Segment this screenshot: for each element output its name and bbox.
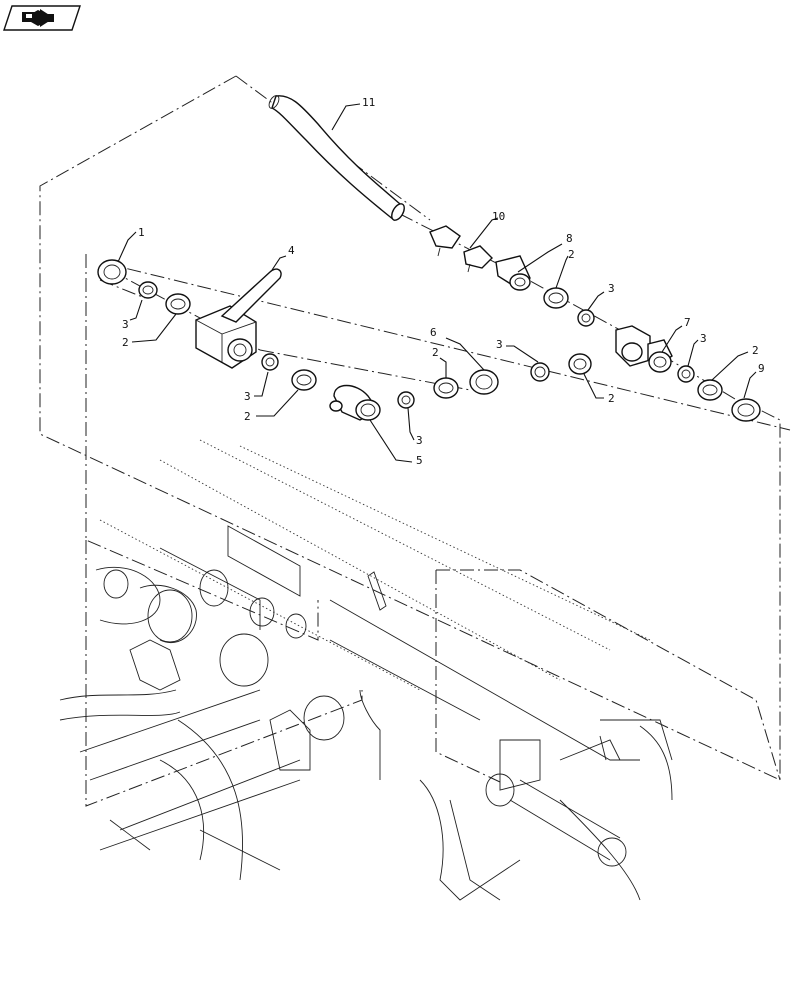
callout-6: 6	[430, 326, 437, 339]
callout-8: 8	[566, 232, 573, 245]
callout-4: 4	[288, 244, 295, 257]
machine-body-lower	[59, 439, 673, 901]
callout-2-valve: 2	[244, 410, 251, 423]
valve-assembly-left	[97, 259, 499, 421]
nav-arrow-button[interactable]	[3, 5, 81, 31]
callout-3-left: 3	[122, 318, 129, 331]
callout-2-right: 2	[752, 344, 759, 357]
fitting-part-8	[495, 255, 531, 291]
callout-3-mid: 3	[496, 338, 503, 351]
callout-2-left: 2	[122, 336, 129, 349]
leader-lines	[117, 103, 757, 463]
callout-labels: 1 3 2 4 3 2 5 3 6 2 3 2 8 2 3 7 3 2 9 10…	[122, 96, 765, 467]
assembly-boundary-lines	[39, 75, 791, 807]
callout-2-right-low: 2	[608, 392, 615, 405]
callout-2-mid: 2	[432, 346, 439, 359]
ring-set-right	[530, 287, 761, 422]
callout-3-elbow: 3	[416, 434, 423, 447]
callout-3-valve: 3	[244, 390, 251, 403]
callout-2-upper: 2	[568, 248, 575, 261]
callout-11: 11	[362, 96, 375, 109]
callout-5: 5	[416, 454, 423, 467]
callout-3-right: 3	[700, 332, 707, 345]
callout-10: 10	[492, 210, 505, 223]
callout-3-upper: 3	[608, 282, 615, 295]
arrow-right-icon	[22, 9, 54, 27]
callout-1: 1	[138, 226, 145, 239]
callout-9: 9	[758, 362, 765, 375]
clamp-part-10	[429, 225, 493, 273]
hose-part-11	[268, 95, 405, 222]
callout-7: 7	[684, 316, 691, 329]
